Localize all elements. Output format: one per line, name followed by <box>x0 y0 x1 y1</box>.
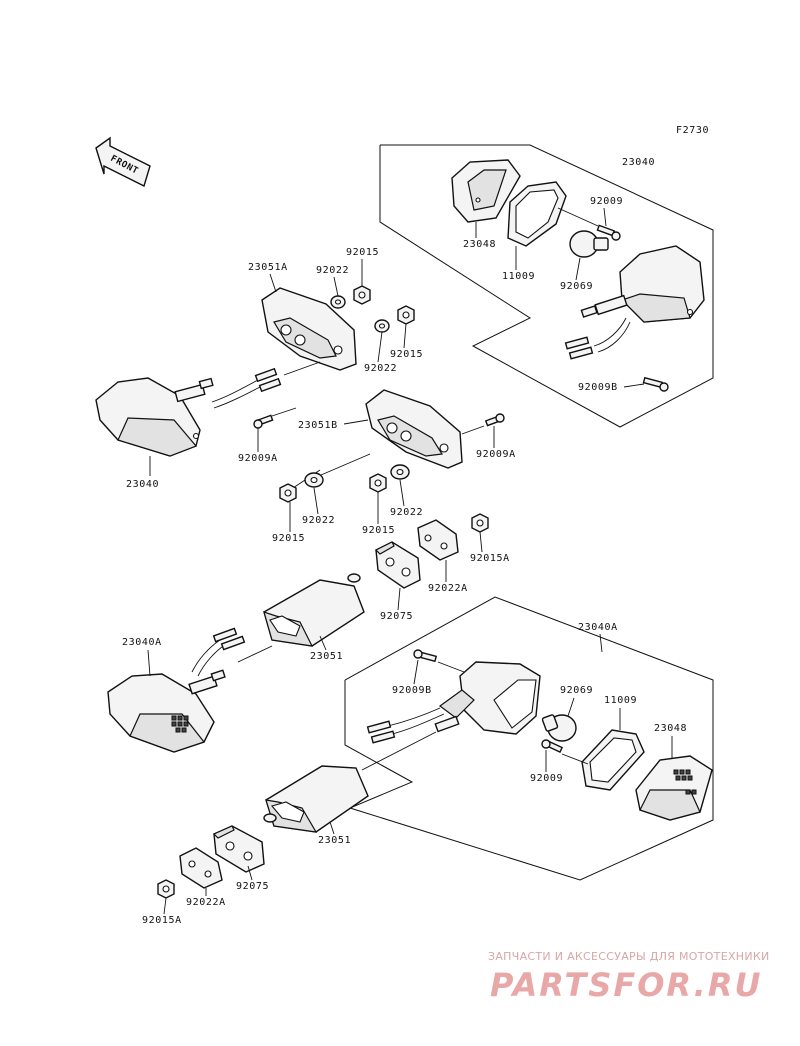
part-92022-b: 92022 <box>364 363 397 374</box>
turn-signal-23040A-left <box>107 627 246 753</box>
screw-92009B-top <box>642 376 669 392</box>
part-92069-bottom: 92069 <box>560 685 593 696</box>
nut-92015-a <box>353 285 371 305</box>
bracket-23051A <box>261 287 357 371</box>
part-92075-b: 92075 <box>236 881 269 892</box>
figure-code: F2730 <box>676 125 709 136</box>
part-92009-bottom: 92009 <box>530 773 563 784</box>
washer-92022-d <box>390 464 410 480</box>
part-23040-left: 23040 <box>126 479 159 490</box>
spacer-92075-a <box>374 541 421 589</box>
part-23051B: 23051B <box>298 420 338 431</box>
part-92015-d: 92015 <box>362 525 395 536</box>
reflector-grid-right <box>673 769 697 795</box>
part-92009A-left: 92009A <box>238 453 278 464</box>
bulb-92069-top <box>569 230 609 258</box>
part-92015-b: 92015 <box>390 349 423 360</box>
frame-bottom-right-assembly <box>344 596 714 881</box>
part-92022-c: 92022 <box>302 515 335 526</box>
bracket-23051B <box>365 389 463 469</box>
part-23051-a: 23051 <box>310 651 343 662</box>
part-11009-top: 11009 <box>502 271 535 282</box>
screw-92009A-right <box>484 413 505 427</box>
part-92015-a: 92015 <box>346 247 379 258</box>
screw-92009B-bottom <box>413 649 465 673</box>
part-92075-a: 92075 <box>380 611 413 622</box>
sleeve-23051-b <box>263 765 369 833</box>
part-92022A-a: 92022A <box>428 583 468 594</box>
washer-92022-a <box>330 295 346 309</box>
part-23040A-right: 23040A <box>578 622 618 633</box>
part-92069-top: 92069 <box>560 281 593 292</box>
frame-top-right-assembly <box>379 144 714 428</box>
part-92009B-top: 92009B <box>578 382 618 393</box>
screw-92009A-left <box>253 407 297 429</box>
turn-signal-23040A-right <box>366 661 541 744</box>
screw-92009-bottom <box>541 739 589 765</box>
nut-92015A-b <box>157 879 175 899</box>
part-92009B-bottom: 92009B <box>392 685 432 696</box>
washer-92022-b <box>374 319 390 333</box>
bulb-92069-bottom <box>541 714 577 742</box>
screw-92009-top <box>557 207 621 241</box>
plate-92022A-b <box>179 847 223 889</box>
part-92015A-a: 92015A <box>470 553 510 564</box>
part-92009-top: 92009 <box>590 196 623 207</box>
part-92022A-b: 92022A <box>186 897 226 908</box>
gasket-11009-bottom <box>581 729 645 791</box>
part-23051A: 23051A <box>248 262 288 273</box>
part-23048-bottom: 23048 <box>654 723 687 734</box>
part-11009-bottom: 11009 <box>604 695 637 706</box>
gasket-11009-top <box>507 181 567 247</box>
part-92015A-b: 92015A <box>142 915 182 926</box>
watermark-tagline: ЗАПЧАСТИ И АКСЕССУАРЫ ДЛЯ МОТОТЕХНИКИ <box>488 950 770 963</box>
nut-92015-d <box>369 473 387 493</box>
part-92009A-right: 92009A <box>476 449 516 460</box>
reflector-grid-left <box>171 715 189 733</box>
part-23040A-left: 23040A <box>122 637 162 648</box>
turn-signal-23040-top <box>564 245 705 360</box>
front-arrow-icon: FRONT <box>95 136 151 187</box>
part-92015-c: 92015 <box>272 533 305 544</box>
sleeve-23051-a <box>263 573 365 647</box>
part-92022-d: 92022 <box>390 507 423 518</box>
part-23051-b: 23051 <box>318 835 351 846</box>
nut-92015-b <box>397 305 415 325</box>
part-92022-a: 92022 <box>316 265 349 276</box>
nut-92015A-a <box>471 513 489 533</box>
lens-23048-top <box>451 159 521 223</box>
watermark-logo: PARTSFOR.RU <box>490 966 763 1004</box>
plate-92022A-a <box>417 519 459 561</box>
part-23048-top: 23048 <box>463 239 496 250</box>
nut-92015-c <box>279 483 297 503</box>
turn-signal-23040-left <box>95 367 282 457</box>
part-23040-top: 23040 <box>622 157 655 168</box>
lens-23048-bottom <box>635 755 713 821</box>
washer-92022-c <box>304 472 324 488</box>
spacer-92075-b <box>212 825 265 873</box>
